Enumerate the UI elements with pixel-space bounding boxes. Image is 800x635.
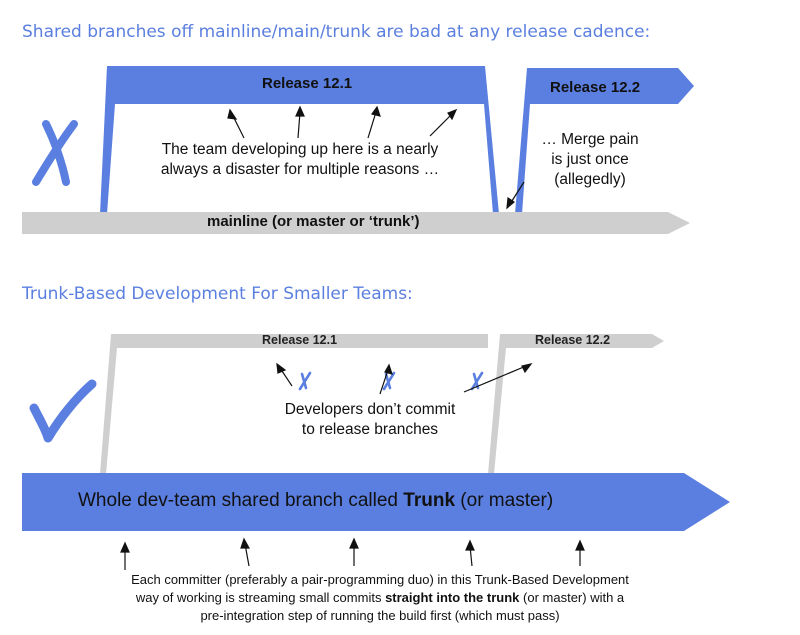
- merge-note-line3: (allegedly): [554, 171, 626, 188]
- developers-note-line1: Developers don’t commit: [284, 401, 456, 418]
- trunk-label-suffix: (or master): [455, 490, 554, 511]
- annotation-arrows-bottom: [120, 362, 585, 570]
- release-12-2-label: Release 12.2: [550, 79, 641, 96]
- team-note-line2: always a disaster for multiple reasons …: [160, 161, 440, 178]
- release-12-1-branch: [100, 334, 488, 474]
- trunk-arrow: [22, 473, 730, 531]
- footer-line3: pre-integration step of running the buil…: [200, 608, 560, 623]
- release-12-1-label: Release 12.1: [262, 75, 353, 92]
- footer-line2: way of working is streaming small commit…: [40, 590, 720, 605]
- mainline-arrow: [22, 212, 690, 234]
- release-12-2-branch: [515, 68, 694, 214]
- footer-line2-bold: straight into the trunk: [385, 590, 520, 605]
- trunk-label-prefix: Whole dev-team shared branch called: [78, 490, 404, 511]
- section2-heading: Trunk-Based Development For Smaller Team…: [22, 284, 413, 304]
- trunk-label-bold: Trunk: [403, 490, 456, 511]
- developers-note-line2: to release branches: [301, 421, 439, 438]
- team-note-line1: The team developing up here is a nearly: [161, 141, 439, 158]
- annotation-arrows-top: [227, 105, 525, 210]
- section1-heading: Shared branches off mainline/main/trunk …: [22, 22, 651, 42]
- mainline-label: mainline (or master or ‘trunk’): [207, 213, 420, 230]
- merge-note-line2: is just once: [551, 151, 629, 168]
- footer-line2-prefix: way of working is streaming small commit…: [135, 590, 386, 605]
- merge-note-line1: … Merge pain: [541, 131, 639, 148]
- footer-line1: Each committer (preferably a pair-progra…: [131, 572, 629, 587]
- footer-line2-suffix: (or master) with a: [519, 590, 625, 605]
- release-12-1-branch: [100, 66, 499, 214]
- trunk-label: Whole dev-team shared branch called Trun…: [78, 490, 553, 512]
- check-icon: [29, 379, 97, 443]
- small-cross-icons: [298, 371, 484, 391]
- cross-icon: [32, 120, 78, 186]
- release-12-2-branch: [488, 334, 664, 474]
- release-12-2-label: Release 12.2: [535, 333, 611, 347]
- release-12-1-label: Release 12.1: [262, 333, 338, 347]
